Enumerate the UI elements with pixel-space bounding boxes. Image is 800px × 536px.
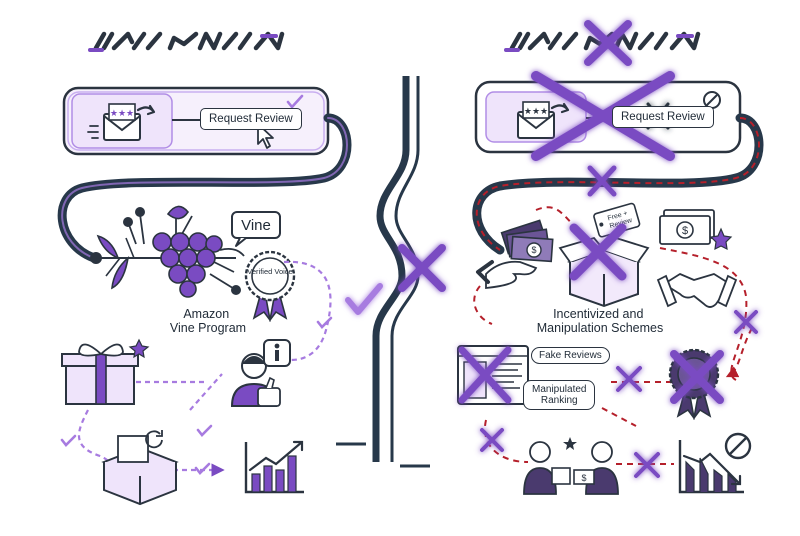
schemes-label: Incentivized and Manipulation Schemes (537, 307, 663, 335)
free-review-tag: Free + Review (593, 202, 641, 238)
package-exchange-icon (101, 430, 179, 506)
legit-request-review-button[interactable]: Request Review (200, 108, 302, 130)
banknote-star-icon: $ (659, 209, 733, 251)
prohibited-icon (724, 432, 752, 460)
gift-box-icon (61, 338, 150, 405)
growth-chart-icon (244, 440, 304, 494)
reviewer-thumbs-up-icon (230, 353, 281, 407)
verified-badge-label: Verified Voice (247, 267, 292, 276)
vine-badge: Vine (231, 211, 281, 247)
rosette-icon (244, 250, 296, 322)
declining-chart-icon (678, 440, 744, 494)
manipulated-ranking-line1: Manipulated (532, 384, 587, 395)
info-icon (263, 339, 291, 367)
manipulated-ranking-badge: Manipulated Ranking (523, 380, 596, 410)
prohibited-icon (703, 91, 721, 109)
svg-text:★★★: ★★★ (524, 107, 548, 117)
program-label: Amazon Vine Program (170, 307, 246, 335)
legit-header-logo (88, 31, 285, 52)
svg-text:$: $ (581, 473, 586, 483)
check-icon (60, 316, 333, 475)
handshake-icon (656, 273, 738, 308)
vine-badge-label: Vine (241, 217, 271, 234)
center-divider (336, 76, 446, 468)
envelope-star-icon: ★★★ (517, 101, 570, 139)
check-icon (286, 94, 304, 110)
cursor-icon (257, 123, 274, 149)
envelope-star-icon: ★★★ (87, 103, 156, 141)
svg-text:★★★: ★★★ (110, 109, 134, 119)
abuse-request-review-button[interactable]: Request Review (612, 106, 714, 128)
abuse-header-logo (504, 31, 701, 52)
cash-exchange-icon: $ (523, 437, 619, 495)
abuse-red-flow (473, 206, 753, 465)
svg-text:$: $ (682, 225, 688, 237)
fake-reviews-badge: Fake Reviews (531, 347, 610, 364)
manipulated-ranking-line2: Ranking (540, 395, 578, 406)
grape-cluster-icon (90, 205, 245, 298)
svg-text:$: $ (531, 245, 536, 255)
cash-hand-icon: $ (476, 219, 554, 289)
